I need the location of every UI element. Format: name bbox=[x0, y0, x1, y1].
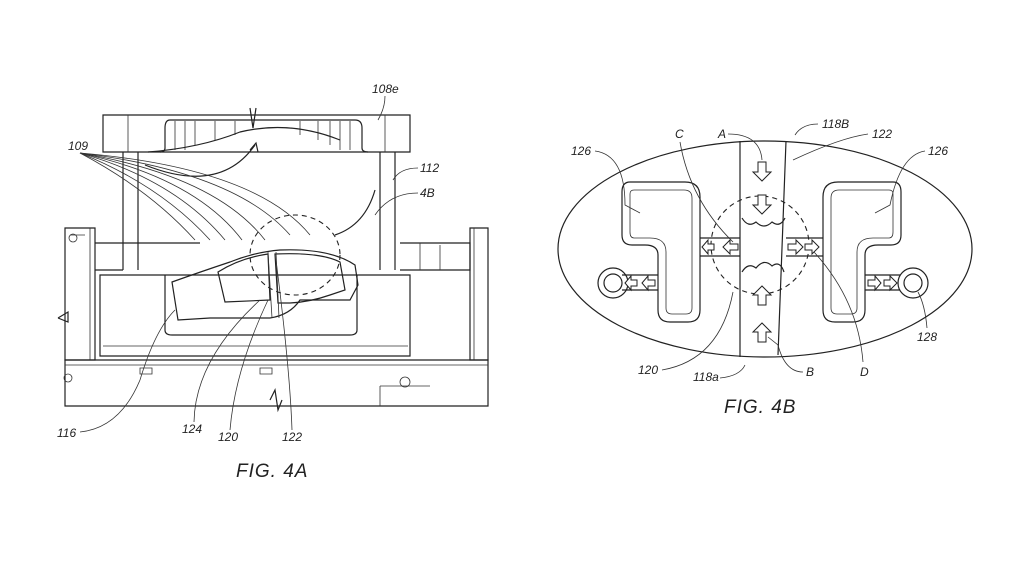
label-112: 112 bbox=[420, 161, 439, 175]
right-port-outer bbox=[897, 267, 929, 299]
label-120: 120 bbox=[218, 430, 238, 444]
right-port-128 bbox=[903, 273, 923, 293]
label-108e: 108e bbox=[372, 82, 399, 96]
label-116: 116 bbox=[57, 426, 76, 440]
label-d: D bbox=[860, 365, 869, 379]
arrow-left-c bbox=[722, 238, 739, 256]
fig-4b: 126 126 C A 118B 122 128 120 118a B D FI… bbox=[557, 117, 973, 418]
side-channels bbox=[700, 237, 823, 257]
label-120: 120 bbox=[638, 363, 658, 377]
label-a: A bbox=[717, 127, 726, 141]
arrow-up bbox=[751, 285, 773, 306]
outer-ellipse bbox=[557, 140, 973, 358]
label-118b: 118B bbox=[822, 117, 849, 131]
label-109: 109 bbox=[68, 139, 88, 153]
label-124: 124 bbox=[182, 422, 202, 436]
left-port-outer bbox=[597, 267, 629, 299]
leaders-109 bbox=[79, 152, 376, 241]
label-c: C bbox=[675, 127, 684, 141]
vehicle-body-side bbox=[171, 249, 359, 321]
flow-front-bottom bbox=[741, 261, 785, 273]
fig-4a: 108e 109 112 4B 116 124 120 122 FIG. 4A bbox=[57, 82, 489, 482]
fig-4a-caption: FIG. 4A bbox=[236, 461, 308, 482]
left-port-inner bbox=[603, 273, 623, 293]
arrow-up-b bbox=[751, 322, 773, 343]
arrow-down bbox=[751, 194, 773, 215]
arrow-left-port-2 bbox=[624, 274, 638, 292]
label-126-right: 126 bbox=[928, 144, 948, 158]
label-126-left: 126 bbox=[571, 144, 591, 158]
lower-die bbox=[63, 274, 489, 413]
arrow-right-port bbox=[867, 274, 882, 292]
arrow-right-port-2 bbox=[883, 274, 898, 292]
fig-4b-caption: FIG. 4B bbox=[724, 397, 796, 418]
label-122: 122 bbox=[872, 127, 892, 141]
label-122: 122 bbox=[282, 430, 302, 444]
side-fixtures bbox=[57, 227, 489, 361]
label-128: 128 bbox=[917, 330, 937, 344]
arrow-right bbox=[787, 238, 804, 256]
arrow-right-d bbox=[804, 238, 820, 256]
central-strip bbox=[739, 140, 787, 357]
flow-front-top bbox=[741, 217, 786, 227]
label-4b: 4B bbox=[420, 186, 435, 200]
arrow-left bbox=[701, 238, 715, 256]
arrow-left-port bbox=[641, 274, 656, 292]
upper-die-beam bbox=[102, 107, 411, 177]
right-cavity-outer bbox=[822, 181, 902, 323]
left-cavity-outer bbox=[621, 181, 701, 323]
label-b: B bbox=[806, 365, 814, 379]
arrow-down-a bbox=[751, 161, 773, 182]
label-118a: 118a bbox=[693, 370, 719, 384]
press-columns bbox=[122, 152, 396, 270]
detail-circle-4b bbox=[249, 214, 341, 296]
